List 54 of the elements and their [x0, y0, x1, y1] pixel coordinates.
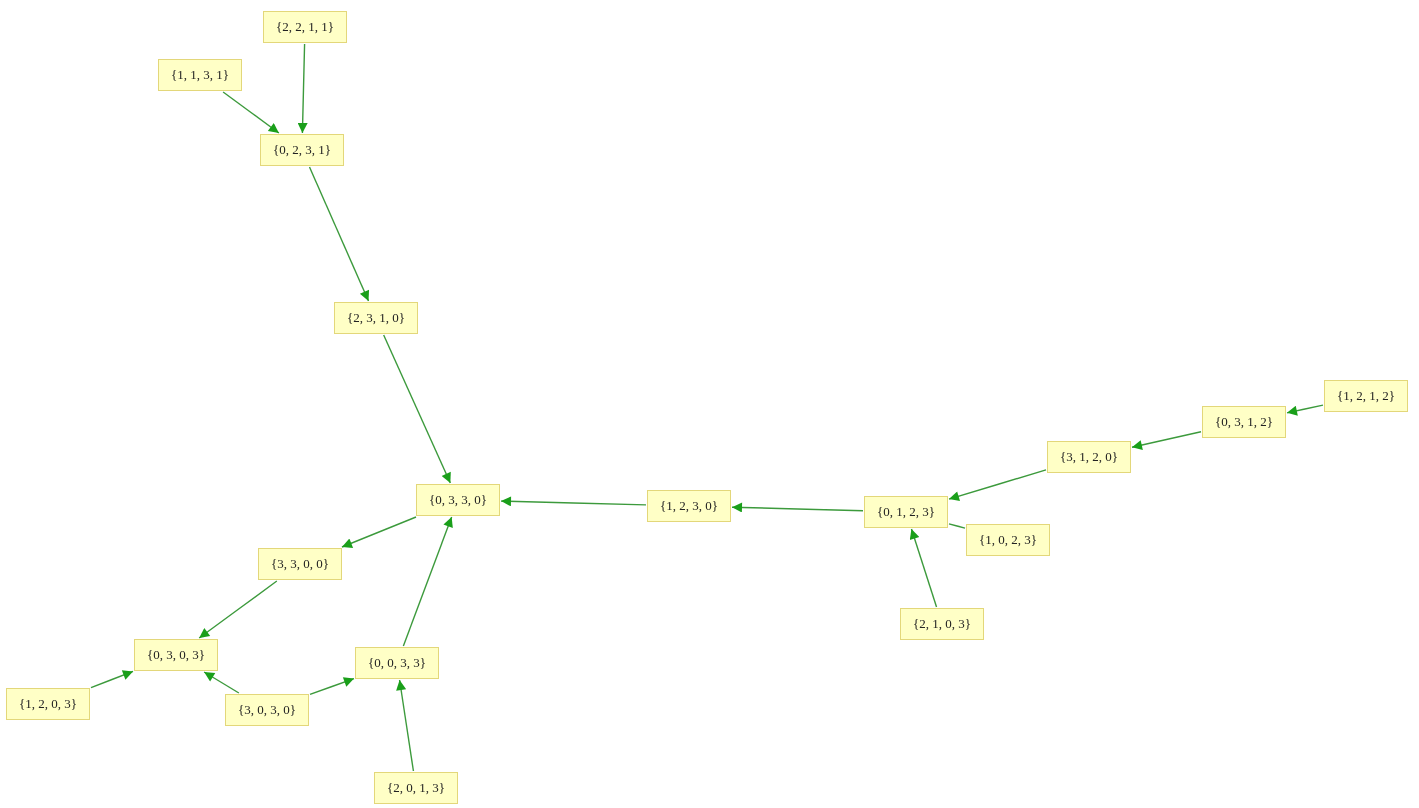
state-label: {0, 0, 3, 3}: [368, 655, 426, 671]
state-label: {2, 2, 1, 1}: [276, 19, 334, 35]
arrow: [90, 670, 134, 689]
state-label: {2, 3, 1, 0}: [347, 310, 405, 326]
state-box: [900, 608, 984, 640]
state-box: [355, 647, 439, 679]
arrow: [309, 677, 355, 696]
state-label: {1, 1, 3, 1}: [171, 67, 229, 83]
state-box: [260, 134, 344, 166]
state-box: [647, 490, 731, 522]
state-box: [966, 524, 1050, 556]
state-label: {2, 0, 1, 3}: [387, 780, 445, 796]
state-label: {0, 3, 1, 2}: [1215, 414, 1273, 430]
state-label: {2, 1, 0, 3}: [913, 616, 971, 632]
state-label: {1, 0, 2, 3}: [979, 532, 1037, 548]
state-label: {0, 3, 0, 3}: [147, 647, 205, 663]
state-box: [374, 772, 458, 804]
state-box: [134, 639, 218, 671]
arrow: [731, 502, 864, 513]
state-label: {0, 2, 3, 1}: [273, 142, 331, 158]
connector-line: [948, 523, 966, 529]
arrow: [500, 496, 647, 507]
arrow: [297, 43, 308, 134]
arrow: [382, 334, 452, 484]
state-label: {1, 2, 1, 2}: [1337, 388, 1395, 404]
arrow: [198, 580, 278, 639]
state-box: [6, 688, 90, 720]
state-label: {3, 1, 2, 0}: [1060, 449, 1118, 465]
arrow: [948, 469, 1047, 501]
state-box: [158, 59, 242, 91]
state-box: [864, 496, 948, 528]
state-label: {1, 2, 0, 3}: [19, 696, 77, 712]
arrow: [909, 528, 938, 608]
arrow: [222, 91, 280, 134]
state-label: {0, 1, 2, 3}: [877, 504, 935, 520]
state-label: {0, 3, 3, 0}: [429, 492, 487, 508]
state-label: {1, 2, 3, 0}: [660, 498, 718, 514]
state-box: [225, 694, 309, 726]
state-label: {3, 0, 3, 0}: [238, 702, 296, 718]
arrow: [402, 516, 453, 647]
arrow: [1286, 404, 1324, 416]
arrow: [308, 166, 370, 302]
state-box: [416, 484, 500, 516]
state-box: [263, 11, 347, 43]
arrow: [1131, 431, 1202, 450]
arrow: [341, 516, 417, 548]
state-box: [1324, 380, 1408, 412]
state-box: [258, 548, 342, 580]
arrow: [396, 679, 415, 772]
arrow: [203, 671, 240, 694]
state-box: [334, 302, 418, 334]
state-box: [1202, 406, 1286, 438]
state-box: [1047, 441, 1131, 473]
state-label: {3, 3, 0, 0}: [271, 556, 329, 572]
